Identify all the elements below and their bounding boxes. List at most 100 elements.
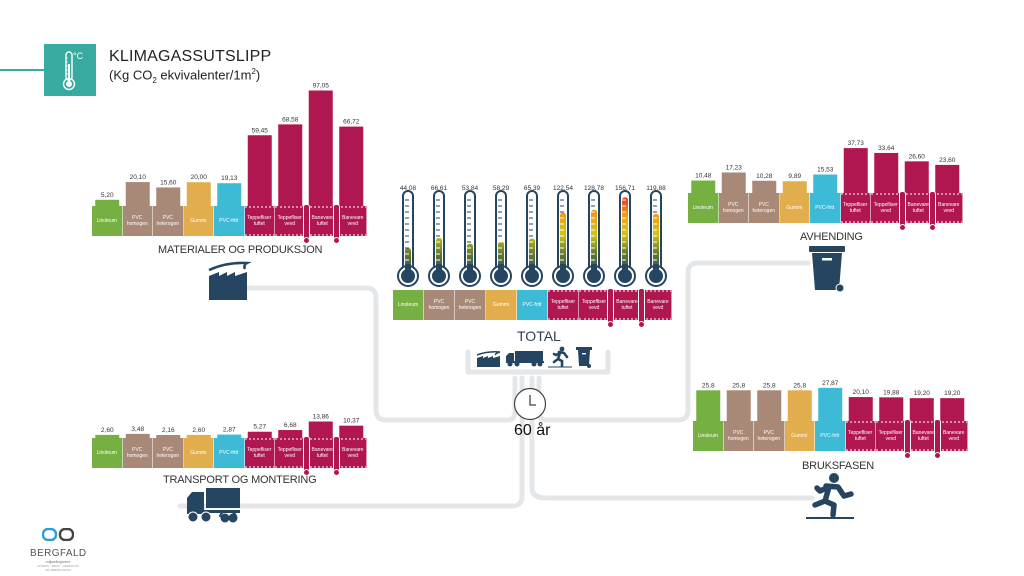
truck-icon bbox=[186, 486, 242, 529]
category-cell: Teppefliser vevd bbox=[871, 193, 902, 223]
category-cell: Banevare tuftet bbox=[302, 436, 336, 476]
truck-icon bbox=[505, 350, 545, 372]
disposal-section-label: AVHENDING bbox=[800, 231, 863, 243]
thermometer-value-label: 156,71 bbox=[615, 185, 635, 192]
thermometer bbox=[490, 190, 512, 287]
bar bbox=[691, 180, 716, 193]
factory-icon bbox=[205, 258, 253, 305]
page-subtitle: (Kg CO2 ekvivalenter/1m2) bbox=[109, 67, 261, 85]
bar bbox=[757, 390, 782, 421]
bar-value-label: 10,28 bbox=[756, 173, 773, 180]
category-cell: Teppefliser tuftet bbox=[244, 438, 275, 468]
thermometer-value-label: 58,29 bbox=[493, 185, 510, 192]
thermometer-fill bbox=[622, 197, 628, 272]
total-label: TOTAL bbox=[517, 328, 561, 344]
category-cell: Banevare vevd bbox=[934, 419, 968, 459]
bar-value-label: 9,89 bbox=[788, 173, 801, 180]
bar bbox=[95, 199, 120, 206]
carpet-roll-icon bbox=[302, 436, 310, 476]
category-cell: Gummi bbox=[183, 438, 214, 468]
category-cell: Linoleum bbox=[393, 290, 424, 320]
thermometer bbox=[583, 190, 605, 287]
bar bbox=[904, 161, 929, 193]
carpet-roll-icon bbox=[898, 191, 906, 231]
category-label: Linoleum bbox=[692, 205, 713, 211]
category-label: PVC-fritt bbox=[522, 302, 542, 308]
category-cell: Linoleum bbox=[92, 206, 123, 236]
logo-name: BERGFALD bbox=[30, 548, 87, 559]
bar bbox=[125, 182, 150, 206]
category-label: PVC heterogen bbox=[752, 202, 776, 214]
category-label: PVC homogen bbox=[126, 447, 148, 459]
bar-value-label: 25,8 bbox=[732, 382, 745, 389]
category-cell: Banevare vevd bbox=[333, 436, 367, 476]
category-label: Banevare vevd bbox=[938, 202, 960, 214]
category-label: PVC homogen bbox=[126, 215, 148, 227]
category-cell: Banevare tuftet bbox=[302, 204, 336, 244]
bar-value-label: 19,88 bbox=[883, 389, 900, 396]
category-cell: Gummi bbox=[183, 206, 214, 236]
category-label: PVC homogen bbox=[428, 299, 450, 311]
bar-value-label: 25,8 bbox=[793, 382, 806, 389]
category-cell: PVC-fritt bbox=[517, 290, 548, 320]
wheelie-bin-icon bbox=[576, 346, 592, 373]
bar bbox=[940, 398, 965, 421]
bar-value-label: 19,20 bbox=[944, 390, 961, 397]
bar bbox=[339, 425, 364, 438]
carpet-roll-icon bbox=[333, 204, 340, 244]
category-label: PVC-fritt bbox=[815, 205, 835, 211]
thermometer bbox=[552, 190, 574, 287]
thermometer-value-label: 53,84 bbox=[462, 185, 479, 192]
thermometer-value-label: 65,39 bbox=[524, 185, 541, 192]
bar bbox=[813, 174, 838, 193]
logo-mark-icon bbox=[41, 527, 75, 542]
category-label: PVC-fritt bbox=[820, 433, 840, 439]
bar-value-label: 19,13 bbox=[221, 175, 238, 182]
bar bbox=[156, 187, 181, 206]
category-cell: Banevare vevd bbox=[929, 191, 963, 231]
thermometer-value-label: 119,88 bbox=[646, 185, 666, 192]
lifetime-label: 60 år bbox=[514, 422, 551, 439]
bar-value-label: 15,60 bbox=[160, 179, 177, 186]
category-cell: Banevare vevd bbox=[638, 288, 672, 328]
category-label: Teppefliser vevd bbox=[277, 447, 302, 459]
bar bbox=[909, 398, 934, 421]
category-label: PVC heterogen bbox=[156, 447, 180, 459]
carpet-roll-icon bbox=[929, 191, 936, 231]
category-label: Banevare tuftet bbox=[907, 202, 929, 214]
bar bbox=[848, 397, 873, 421]
bar bbox=[696, 390, 721, 421]
bar bbox=[843, 148, 868, 193]
thermometer-fill bbox=[653, 214, 659, 272]
pipe-materials bbox=[237, 285, 518, 423]
bar-value-label: 2,60 bbox=[101, 427, 114, 434]
category-label: Banevare tuftet bbox=[311, 447, 333, 459]
pipe-transport bbox=[177, 375, 525, 509]
category-cell: Teppefliser vevd bbox=[876, 421, 907, 451]
use-section-label: BRUKSFASEN bbox=[802, 460, 874, 472]
bar-value-label: 20,10 bbox=[130, 174, 147, 181]
thermometer bbox=[614, 190, 636, 287]
bar bbox=[721, 172, 746, 193]
logo-sub: miljørådgivere bbox=[45, 559, 71, 564]
bar bbox=[247, 431, 272, 438]
bar-value-label: 25,8 bbox=[702, 382, 715, 389]
category-cell: PVC-fritt bbox=[815, 421, 846, 451]
bar-value-label: 15,53 bbox=[817, 167, 834, 174]
category-label: Teppefliser tuftet bbox=[247, 215, 272, 227]
bar-value-label: 17,23 bbox=[726, 164, 743, 171]
running-person-icon bbox=[806, 472, 856, 525]
bar bbox=[879, 397, 904, 421]
bar bbox=[156, 435, 181, 438]
transport-section-label: TRANSPORT OG MONTERING bbox=[163, 474, 317, 486]
category-cell: Teppefliser tuftet bbox=[845, 421, 876, 451]
category-cell: Teppefliser vevd bbox=[275, 438, 306, 468]
category-label: Teppefliser tuftet bbox=[843, 202, 868, 214]
